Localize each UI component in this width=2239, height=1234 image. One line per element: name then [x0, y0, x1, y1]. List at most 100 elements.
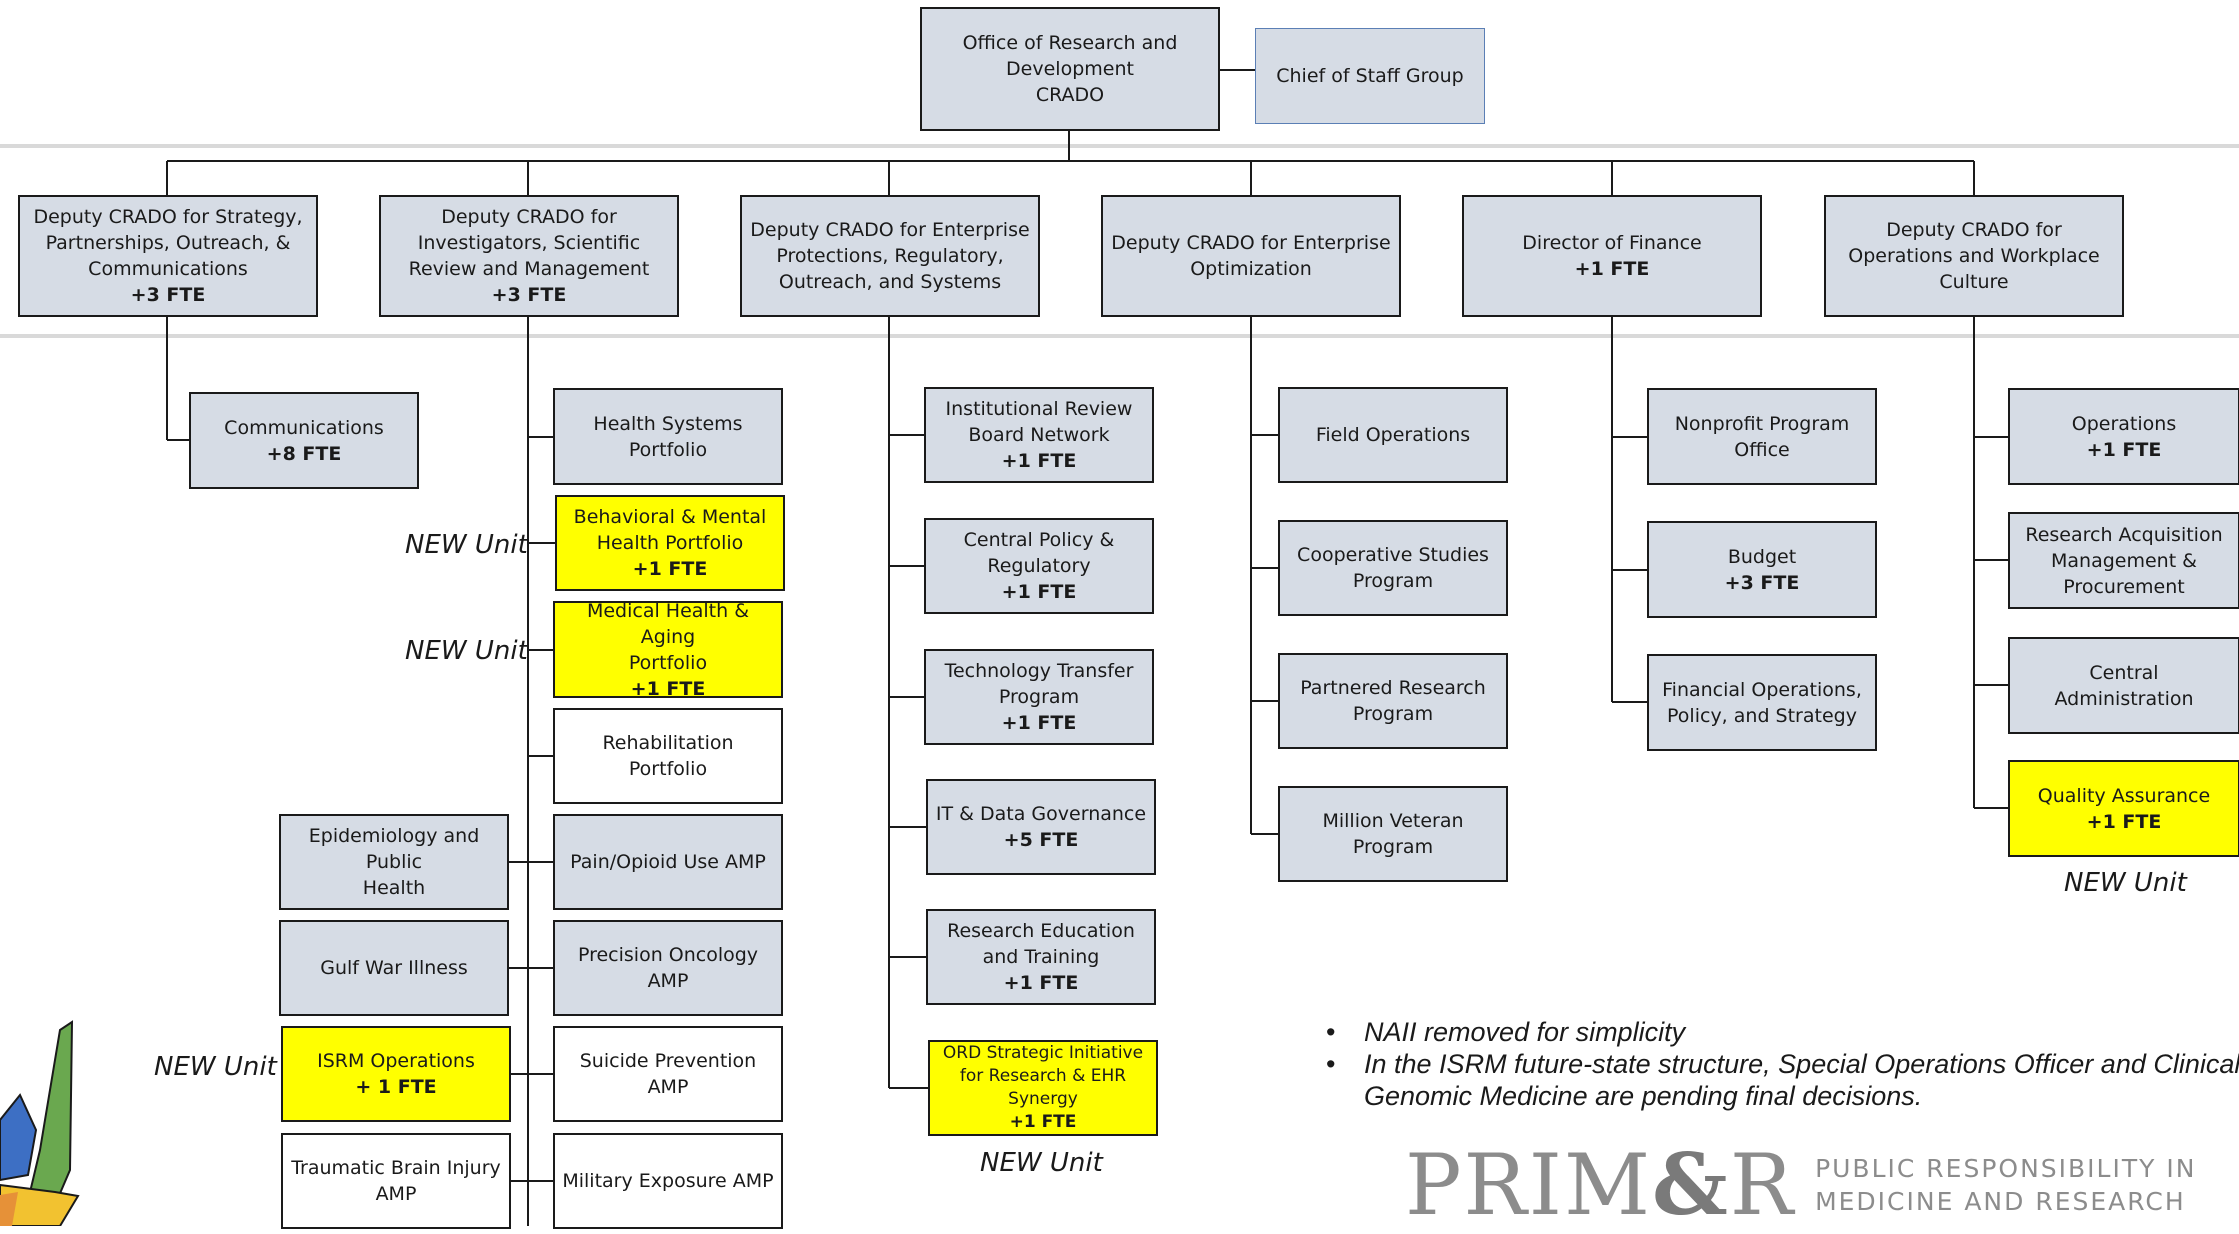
fte-label: +3 FTE: [491, 284, 567, 306]
box-line: Precision Oncology AMP: [577, 944, 759, 992]
box-line: Operations and Workplace: [1848, 245, 2100, 267]
technology-transfer-box: Technology Transfer Program +1 FTE: [924, 649, 1154, 745]
box-line: Board Network: [968, 424, 1110, 446]
box-line: Outreach, and Systems: [778, 271, 1002, 293]
research-acquisition-box: Research Acquisition Management & Procur…: [2008, 512, 2239, 609]
fte-label: +1 FTE: [1001, 712, 1077, 734]
logo-tagline: PUBLIC RESPONSIBILITY IN MEDICINE AND RE…: [1815, 1154, 2197, 1216]
box-line: Pain/Opioid Use AMP: [570, 851, 766, 873]
partnered-research-box: Partnered Research Program: [1278, 653, 1508, 749]
box-line: Protections, Regulatory,: [776, 245, 1004, 267]
decorative-mascot-icon: [0, 1020, 80, 1226]
box-line: Procurement: [2063, 575, 2185, 598]
new-unit-label: NEW Unit: [2064, 868, 2187, 898]
box-line: IT & Data Governance: [935, 803, 1147, 825]
box-line: and Training: [982, 946, 1100, 968]
box-line: Million Veteran Program: [1322, 810, 1464, 858]
fte-label: +3 FTE: [130, 284, 206, 306]
box-line: Partnered Research: [1300, 677, 1486, 699]
office-box: Office of Research and Development CRADO: [920, 7, 1220, 131]
box-line: Communications: [224, 416, 384, 439]
box-line: Health Portfolio: [596, 532, 744, 554]
box-line: Research Education: [947, 920, 1135, 942]
primr-logo: PRIM&R PUBLIC RESPONSIBILITY IN MEDICINE…: [1405, 1135, 2197, 1234]
box-line: Program: [1352, 703, 1434, 725]
fte-label: +1 FTE: [1001, 450, 1077, 472]
isrm-operations-box: ISRM Operations + 1 FTE: [281, 1026, 511, 1122]
operations-box: Operations +1 FTE: [2008, 388, 2239, 485]
tbi-box: Traumatic Brain Injury AMP: [281, 1133, 511, 1229]
box-line: Program: [1352, 570, 1434, 592]
box-line: Partnerships, Outreach, &: [45, 232, 291, 254]
deputy-investigators-box: Deputy CRADO for Investigators, Scientif…: [379, 195, 679, 317]
box-line: Culture: [1939, 271, 2009, 293]
notes-list: NAII removed for simplicity In the ISRM …: [1322, 1016, 2239, 1112]
behavioral-health-box: Behavioral & Mental Health Portfolio +1 …: [555, 495, 785, 591]
box-line: Optimization: [1190, 258, 1312, 280]
box-line: Deputy CRADO for Strategy,: [33, 206, 303, 228]
nonprofit-office-box: Nonprofit Program Office: [1647, 388, 1877, 485]
health-systems-box: Health Systems Portfolio: [553, 388, 783, 485]
irb-network-box: Institutional Review Board Network +1 FT…: [924, 387, 1154, 483]
note-item: In the ISRM future-state structure, Spec…: [1322, 1048, 2239, 1112]
gulf-war-box: Gulf War Illness: [279, 920, 509, 1016]
budget-box: Budget +3 FTE: [1647, 521, 1877, 618]
suicide-prevention-box: Suicide Prevention AMP: [553, 1026, 783, 1122]
deputy-protections-box: Deputy CRADO for Enterprise Protections,…: [740, 195, 1040, 317]
central-policy-box: Central Policy & Regulatory +1 FTE: [924, 518, 1154, 614]
million-veteran-box: Million Veteran Program: [1278, 786, 1508, 882]
chief-of-staff-label: Chief of Staff Group: [1276, 65, 1464, 87]
box-line: Budget: [1727, 545, 1797, 568]
rehabilitation-box: Rehabilitation Portfolio: [553, 708, 783, 804]
fte-label: +1 FTE: [632, 558, 708, 580]
fte-label: +1 FTE: [2086, 438, 2162, 461]
precision-oncology-box: Precision Oncology AMP: [553, 920, 783, 1016]
box-line: Research Acquisition: [2025, 523, 2223, 546]
box-line: Rehabilitation Portfolio: [602, 732, 734, 780]
box-line: Financial Operations,: [1662, 678, 1862, 701]
deputy-optimization-box: Deputy CRADO for Enterprise Optimization: [1101, 195, 1401, 317]
box-line: Epidemiology and Public: [308, 825, 480, 873]
fte-label: +3 FTE: [1724, 571, 1800, 594]
new-unit-label: NEW Unit: [154, 1052, 277, 1082]
office-line: Development: [1006, 58, 1134, 80]
fte-label: + 1 FTE: [355, 1076, 437, 1098]
box-line: Regulatory: [987, 555, 1091, 577]
central-administration-box: Central Administration: [2008, 637, 2239, 734]
fte-label: +5 FTE: [1003, 829, 1079, 851]
box-line: Field Operations: [1315, 424, 1471, 446]
fte-label: +1 FTE: [1009, 1112, 1077, 1132]
new-unit-label: NEW Unit: [405, 636, 528, 666]
quality-assurance-box: Quality Assurance +1 FTE: [2008, 760, 2239, 857]
epidemiology-box: Epidemiology and Public Health: [279, 814, 509, 910]
field-operations-box: Field Operations: [1278, 387, 1508, 483]
office-line: CRADO: [1035, 84, 1105, 106]
box-line: Synergy: [1008, 1089, 1078, 1109]
box-line: ISRM Operations: [317, 1050, 475, 1072]
military-exposure-box: Military Exposure AMP: [553, 1133, 783, 1229]
box-line: Policy, and Strategy: [1667, 704, 1857, 727]
box-line: Review and Management: [408, 258, 650, 280]
box-line: Medical Health & Aging: [586, 599, 750, 648]
pain-opioid-box: Pain/Opioid Use AMP: [553, 814, 783, 910]
box-line: Traumatic Brain Injury: [291, 1157, 501, 1179]
box-line: Investigators, Scientific: [417, 232, 641, 254]
box-line: Portfolio: [628, 651, 708, 674]
cooperative-studies-box: Cooperative Studies Program: [1278, 520, 1508, 616]
box-line: Suicide Prevention AMP: [579, 1050, 757, 1098]
director-finance-box: Director of Finance +1 FTE: [1462, 195, 1762, 317]
chief-of-staff-box: Chief of Staff Group: [1255, 28, 1485, 124]
office-line: Office of Research and: [962, 32, 1178, 54]
deputy-strategy-box: Deputy CRADO for Strategy, Partnerships,…: [18, 195, 318, 317]
box-line: AMP: [375, 1183, 417, 1205]
box-line: Deputy CRADO for: [1886, 219, 2062, 241]
new-unit-label: NEW Unit: [980, 1148, 1103, 1178]
logo-wordmark: PRIM&R: [1405, 1135, 1796, 1234]
box-line: Operations: [2071, 412, 2177, 435]
box-line: Director of Finance: [1522, 232, 1702, 254]
research-education-box: Research Education and Training +1 FTE: [926, 909, 1156, 1005]
financial-operations-box: Financial Operations, Policy, and Strate…: [1647, 654, 1877, 751]
box-line: ORD Strategic Initiative: [942, 1043, 1144, 1063]
